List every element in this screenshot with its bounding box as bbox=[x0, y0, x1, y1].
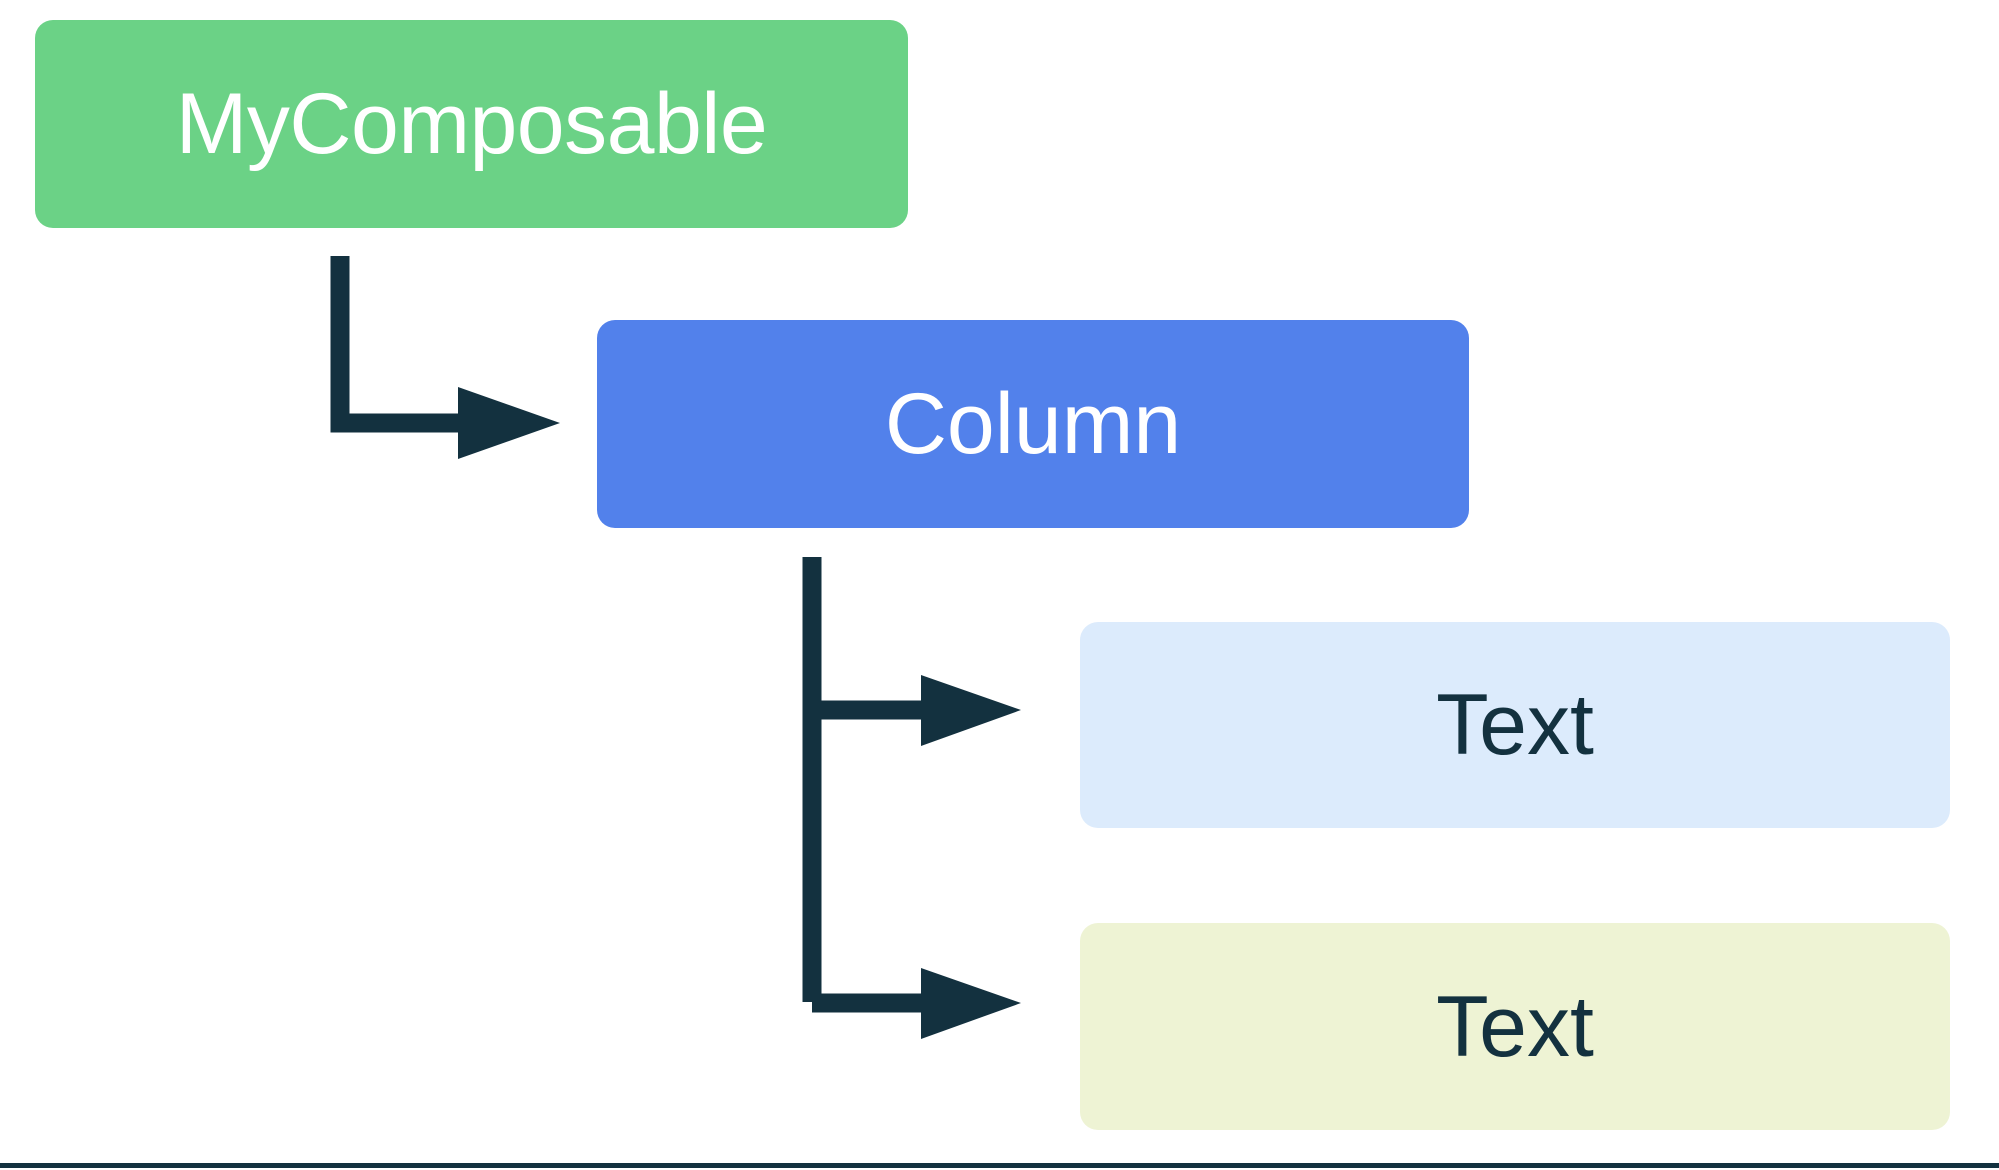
node-text-2-label: Text bbox=[1436, 978, 1594, 1075]
arrowhead-icon bbox=[921, 675, 1021, 746]
edge-column-to-text-2 bbox=[812, 968, 1021, 1039]
edge-root-to-column bbox=[330, 256, 560, 459]
node-column-label: Column bbox=[884, 376, 1182, 472]
node-mycomposable-label: MyComposable bbox=[175, 76, 768, 172]
bottom-divider bbox=[0, 1163, 1999, 1168]
node-mycomposable[interactable]: MyComposable bbox=[35, 20, 908, 228]
arrowhead-icon bbox=[458, 387, 560, 459]
node-column[interactable]: Column bbox=[597, 320, 1469, 528]
edge-column-to-text-1 bbox=[802, 557, 1021, 1002]
arrowhead-icon bbox=[921, 968, 1021, 1039]
node-text-2[interactable]: Text bbox=[1080, 923, 1950, 1130]
node-text-1[interactable]: Text bbox=[1080, 622, 1950, 828]
node-text-1-label: Text bbox=[1436, 677, 1594, 773]
